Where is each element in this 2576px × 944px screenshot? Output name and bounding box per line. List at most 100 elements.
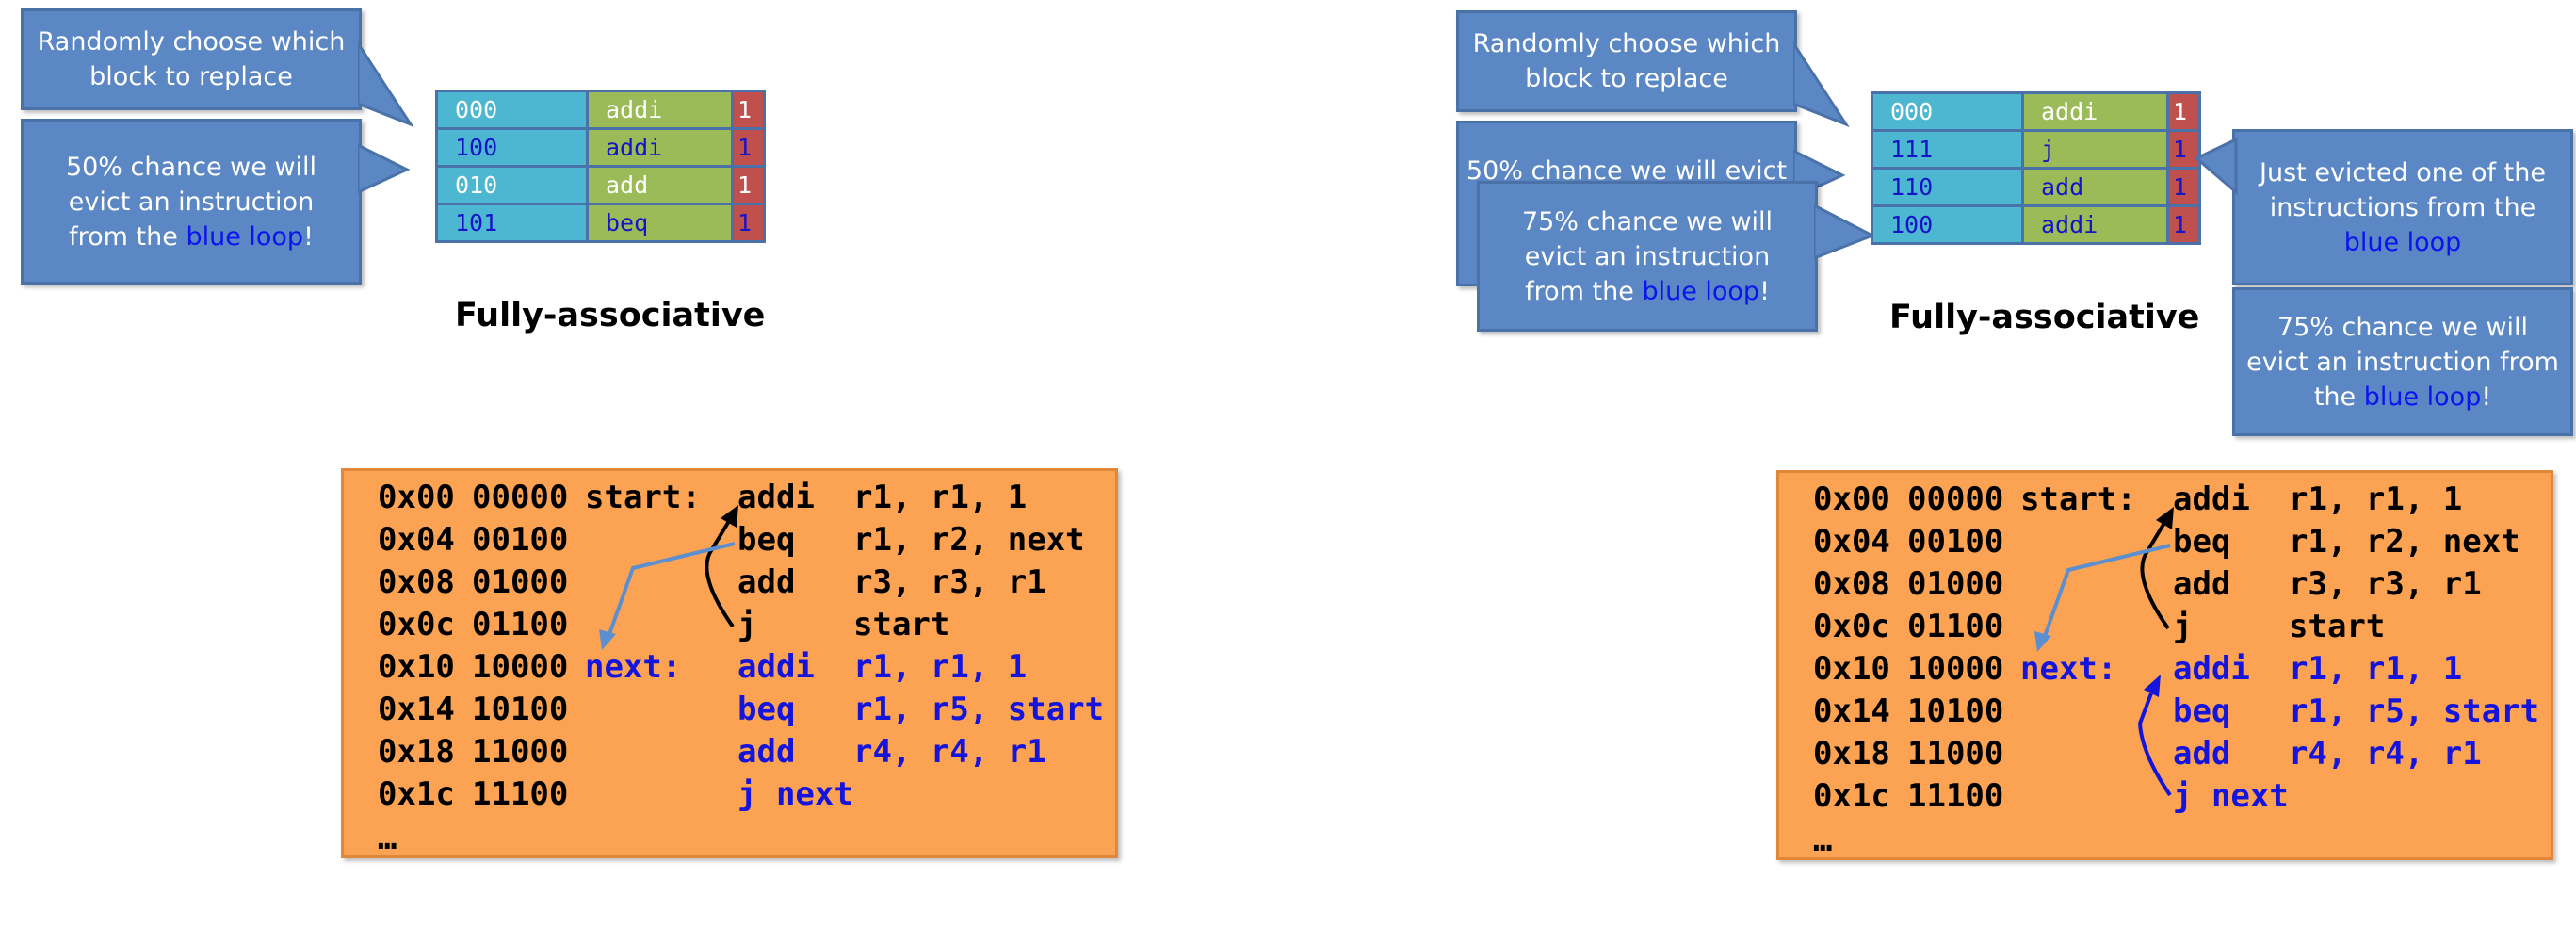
- code-opcode: add: [737, 733, 796, 771]
- cache-valid-bit: 1: [731, 127, 766, 168]
- code-address: 0x08: [378, 563, 455, 601]
- code-ellipsis: …: [378, 820, 397, 857]
- beq-next-arrow: [2042, 544, 2171, 640]
- code-opcode: beq: [2173, 692, 2231, 730]
- code-opcode: beq: [737, 521, 796, 559]
- evict-75-suffix: !: [1759, 276, 1770, 306]
- cache-instr-cell: j: [2021, 129, 2169, 170]
- code-address-bits: 11000: [1907, 735, 2004, 773]
- code-address-bits: 10000: [1907, 650, 2004, 688]
- side-75-suffix: !: [2481, 382, 2492, 412]
- left-jump-arrows: [599, 505, 738, 650]
- cache-instr-cell: beq: [586, 203, 734, 243]
- cache-tag-cell: 101: [435, 203, 589, 243]
- j-start-arrow: [705, 519, 735, 628]
- code-operands: r1, r2, next: [2289, 523, 2520, 561]
- cache-valid-bit: 1: [731, 90, 766, 130]
- code-address: 0x14: [378, 691, 455, 728]
- left-panel: Randomly choose which block to replace 5…: [0, 0, 1288, 866]
- code-address-bits: 10000: [472, 648, 569, 686]
- code-address: 0x18: [1813, 735, 1890, 773]
- right-jump-arrows: [2034, 507, 2174, 797]
- code-address-bits: 00100: [472, 521, 569, 559]
- code-opcode: beq: [2173, 523, 2231, 561]
- code-opcode: j: [737, 606, 757, 643]
- cache-valid-bit: 1: [731, 203, 766, 243]
- cache-valid-bit: 1: [2166, 167, 2201, 207]
- code-address-bits: 01000: [1907, 565, 2004, 603]
- code-address-bits: 00100: [1907, 523, 2004, 561]
- random-replace-callout: Randomly choose which block to replace: [1456, 10, 1797, 112]
- code-operands: r4, r4, r1: [2289, 735, 2482, 773]
- code-operands: r1, r1, 1: [2289, 650, 2463, 688]
- blue-loop-highlight: blue loop: [1642, 276, 1760, 306]
- code-address-bits: 10100: [1907, 692, 2004, 730]
- code-address-bits: 11000: [472, 733, 569, 771]
- beq-next-arrowhead: [599, 629, 616, 650]
- code-opcode: add: [2173, 565, 2231, 603]
- code-address-bits: 11100: [472, 775, 569, 813]
- evict-chance-text: 50% chance we will evict an instruction …: [65, 152, 317, 252]
- code-address-bits: 11100: [1907, 777, 2004, 815]
- cache-tag-cell: 000: [1871, 91, 2024, 132]
- cache-valid-bit: 1: [2166, 129, 2201, 170]
- evict-chance-suffix: !: [303, 221, 314, 252]
- just-evicted-callout: Just evicted one of the instructions fro…: [2232, 129, 2573, 285]
- code-operands: r1, r5, start: [2289, 692, 2540, 730]
- code-opcode: addi: [2173, 480, 2250, 518]
- cache-valid-bit: 1: [2166, 91, 2201, 132]
- evict-75-callout: 75% chance we will evict an instruction …: [1477, 181, 1818, 332]
- code-opcode: add: [2173, 735, 2231, 773]
- cache-tag-cell: 110: [1871, 167, 2024, 207]
- code-address: 0x00: [1813, 480, 1890, 518]
- blue-loop-highlight: blue loop: [2343, 227, 2462, 257]
- random-replace-text: Randomly choose which block to replace: [1472, 29, 1781, 93]
- blue-loop-highlight: blue loop: [186, 221, 304, 252]
- code-operands: r1, r5, start: [853, 691, 1105, 728]
- cache-tag-cell: 010: [435, 165, 589, 205]
- right-panel: Randomly choose which block to replace 5…: [1432, 0, 2576, 866]
- j-start-arrow: [2140, 521, 2170, 630]
- code-address: 0x0c: [1813, 608, 1890, 645]
- cache-caption: Fully-associative: [455, 297, 766, 334]
- beq-next-arrow: [607, 542, 736, 638]
- random-replace-callout-tail: [358, 41, 414, 128]
- code-address-bits: 00000: [472, 479, 569, 516]
- code-opcode: j next: [737, 775, 853, 813]
- code-address: 0x1c: [1813, 777, 1890, 815]
- evict-75-callout-tail: [1814, 203, 1876, 260]
- evict-75-text: 75% chance we will evict an instruction …: [1521, 206, 1774, 306]
- code-address-bits: 01100: [1907, 608, 2004, 645]
- random-replace-text: Randomly choose which block to replace: [37, 27, 346, 91]
- code-address: 0x18: [378, 733, 455, 771]
- code-label: next:: [585, 648, 682, 686]
- code-address: 0x14: [1813, 692, 1890, 730]
- code-address: 0x10: [1813, 650, 1890, 688]
- code-opcode: addi: [737, 648, 815, 686]
- cache-caption: Fully-associative: [1889, 299, 2200, 336]
- cache-instr-cell: addi: [2021, 91, 2169, 132]
- just-evicted-callout-tail: [2194, 137, 2238, 196]
- j-next-arrow: [2137, 692, 2172, 797]
- j-start-arrowhead: [721, 505, 738, 528]
- code-address-bits: 00000: [1907, 480, 2004, 518]
- code-operands: r3, r3, r1: [853, 563, 1046, 601]
- cache-instr-cell: add: [586, 165, 734, 205]
- side-75-text: 75% chance we will evict an instruction …: [2246, 312, 2559, 412]
- j-next-arrowhead: [2144, 675, 2161, 697]
- cache-instr-cell: add: [2021, 167, 2169, 207]
- code-address: 0x08: [1813, 565, 1890, 603]
- side-75-callout: 75% chance we will evict an instruction …: [2232, 287, 2573, 436]
- code-address: 0x0c: [378, 606, 455, 643]
- cache-instr-cell: addi: [2021, 204, 2169, 245]
- code-label: next:: [2020, 650, 2117, 688]
